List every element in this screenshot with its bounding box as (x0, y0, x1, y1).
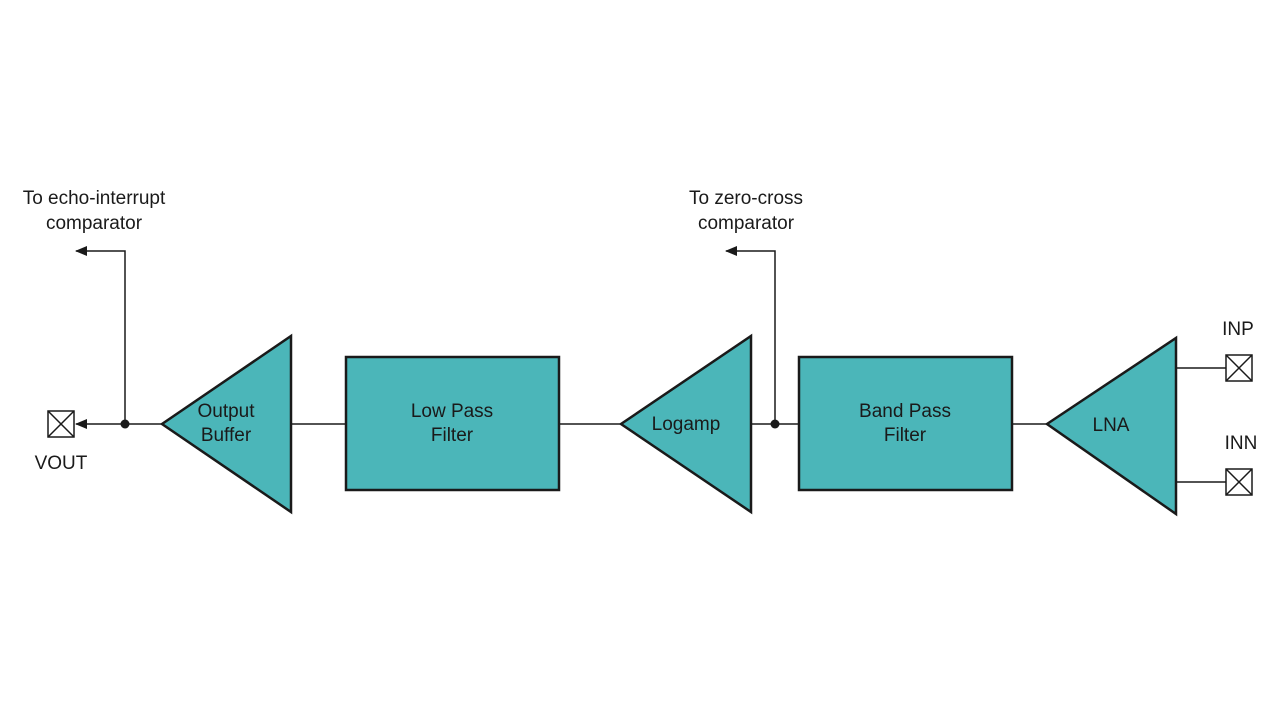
low-pass-filter-label-line2: Filter (431, 425, 474, 446)
zero-cross-tap-wire (725, 246, 776, 424)
lna-triangle (1044, 335, 1178, 517)
low-pass-filter-box (344, 355, 561, 492)
output-buffer-label-line2: Buffer (201, 425, 252, 446)
band-pass-filter-box (797, 355, 1014, 492)
echo-tap-label-line2: comparator (46, 213, 143, 234)
low-pass-filter-label-line1: Low Pass (411, 401, 493, 422)
inp-label: INP (1222, 319, 1254, 340)
inp-pad-icon (1225, 354, 1253, 382)
zero-cross-tap-label-line2: comparator (698, 213, 795, 234)
vout-pad-icon (47, 410, 75, 438)
echo-tap-node (120, 419, 130, 429)
zero-cross-tap-label-line1: To zero-cross (689, 188, 803, 209)
band-pass-filter-label-line1: Band Pass (859, 401, 951, 422)
echo-tap-wire (75, 246, 126, 424)
vout-label: VOUT (35, 453, 88, 474)
inn-label: INN (1225, 433, 1258, 454)
logamp-label: Logamp (652, 414, 721, 435)
inn-pad-icon (1225, 468, 1253, 496)
output-buffer-triangle (159, 333, 293, 515)
zero-cross-tap-node (770, 419, 780, 429)
lna-label: LNA (1093, 415, 1130, 436)
echo-tap-label-line1: To echo-interrupt (23, 188, 166, 209)
output-buffer-label-line1: Output (197, 401, 255, 422)
band-pass-filter-label-line2: Filter (884, 425, 927, 446)
logamp-triangle (618, 333, 753, 515)
